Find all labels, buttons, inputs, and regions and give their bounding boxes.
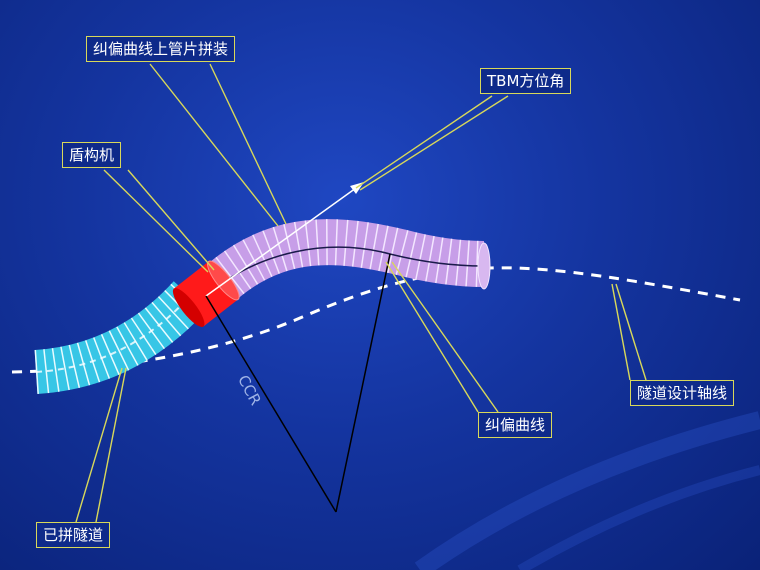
leader-correction-curve [391,261,499,413]
ccr-radius-line [205,295,337,513]
background-swoosh [414,411,760,570]
leader-segment-assembly [209,63,287,225]
background-swoosh [517,465,760,570]
label-correction-curve: 纠偏曲线 [478,412,553,438]
label-shield-machine: 盾构机 [62,142,122,168]
tbm-azimuth-arrow [205,187,357,297]
leader-correction-curve [385,261,479,413]
leader-design-axis [615,283,647,381]
label-design-axis: 隧道设计轴线 [630,380,735,406]
tunnel-end-ring [477,242,491,290]
leader-shield-machine [103,169,209,273]
leader-segment-assembly [149,63,279,227]
label-tbm-azimuth: TBM方位角 [480,68,572,94]
leader-shield-machine [127,169,215,271]
ccr-radius-line [335,253,391,513]
correction-segments [206,219,485,300]
label-segment-assembly: 纠偏曲线上管片拼装 [86,36,236,62]
assembled-tunnel-dashes [35,295,191,373]
correction-curve-line [204,246,485,297]
label-assembled-tunnel: 已拼隧道 [36,522,111,548]
design-axis-line [11,266,741,374]
leader-assembled-tunnel [75,367,123,523]
leader-assembled-tunnel [95,367,127,523]
shield-machine [172,260,240,327]
leader-tbm-azimuth [359,95,509,191]
leader-tbm-azimuth [355,95,493,189]
leader-design-axis [611,283,631,381]
